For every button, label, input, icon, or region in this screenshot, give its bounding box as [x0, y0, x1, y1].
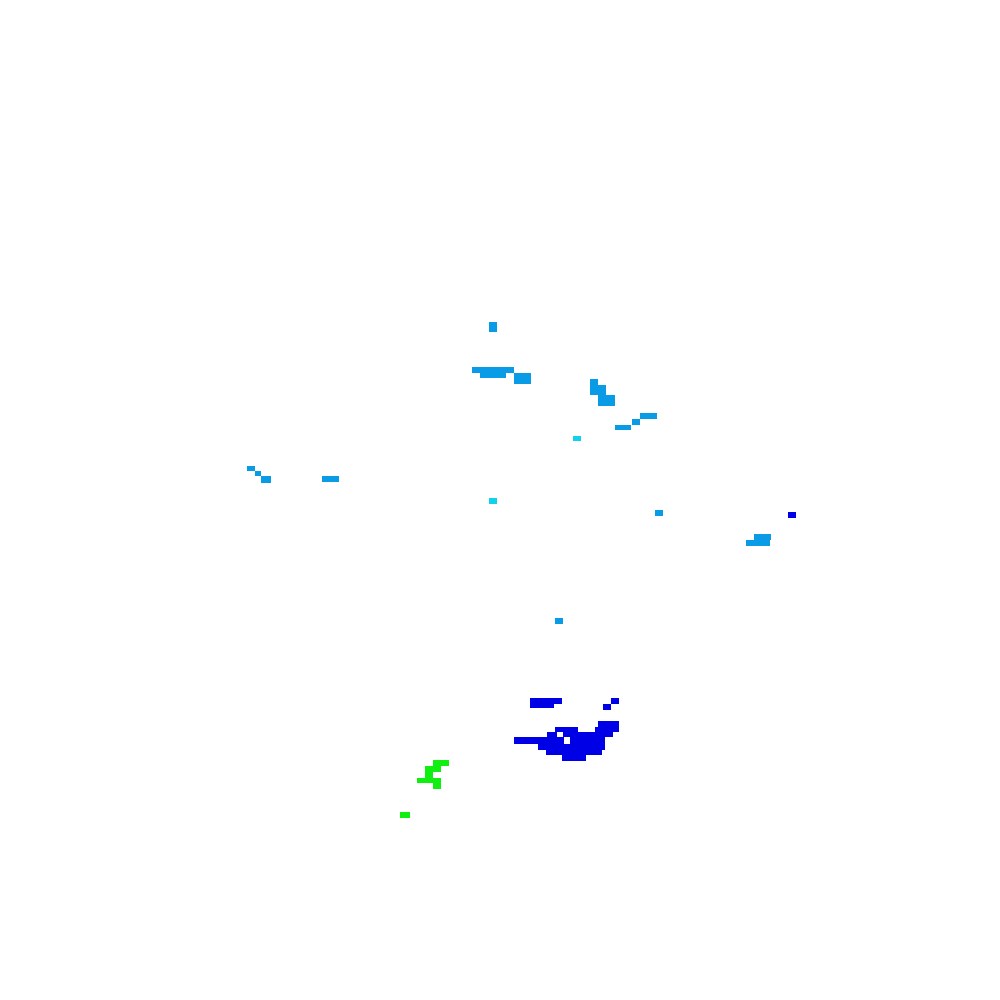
cyan-cell [573, 436, 581, 441]
green-cell [417, 778, 441, 783]
sky-blue-cell [472, 367, 514, 373]
sky-blue-cell [555, 618, 563, 624]
blue-cell [598, 721, 619, 727]
sky-blue-cell [598, 395, 615, 406]
green-cell [400, 812, 410, 818]
cyan-patches [489, 436, 581, 504]
green-cell [433, 760, 449, 766]
blue-cell [530, 704, 554, 708]
blue-cell [562, 755, 586, 761]
sky-blue-cell [746, 540, 770, 546]
sky-blue-cell [640, 413, 657, 419]
sky-blue-cell [255, 471, 261, 476]
blue-cell [555, 727, 578, 732]
blue-cell [603, 704, 611, 710]
sky-blue-cell [489, 322, 497, 332]
blue-cell [546, 750, 602, 755]
sky-blue-cell [322, 476, 339, 482]
sky-blue-cell [247, 466, 255, 471]
sky-blue-cell [590, 379, 598, 385]
blue-cell [611, 698, 619, 704]
green-cell [425, 766, 441, 772]
blue-cell [788, 512, 796, 518]
blue-cell [563, 732, 613, 737]
green-patches [400, 760, 449, 818]
sky-blue-cell [514, 373, 531, 384]
green-cell [425, 772, 433, 778]
sky-blue-patches [247, 322, 771, 624]
sky-blue-cell [480, 373, 506, 378]
blue-cell [538, 744, 605, 750]
green-cell [433, 783, 441, 789]
sky-blue-cell [632, 419, 640, 425]
blue-cell [595, 727, 619, 732]
blue-cell [570, 737, 605, 744]
blue-cell [547, 732, 557, 737]
sky-blue-cell [615, 425, 631, 430]
sky-blue-cell [754, 534, 771, 540]
sky-blue-cell [261, 476, 271, 483]
sky-blue-cell [655, 510, 663, 516]
sky-blue-cell [590, 385, 606, 395]
blue-cell [514, 737, 564, 744]
blue-cell [530, 698, 562, 704]
blue-patches [514, 512, 796, 761]
cyan-cell [489, 498, 497, 504]
